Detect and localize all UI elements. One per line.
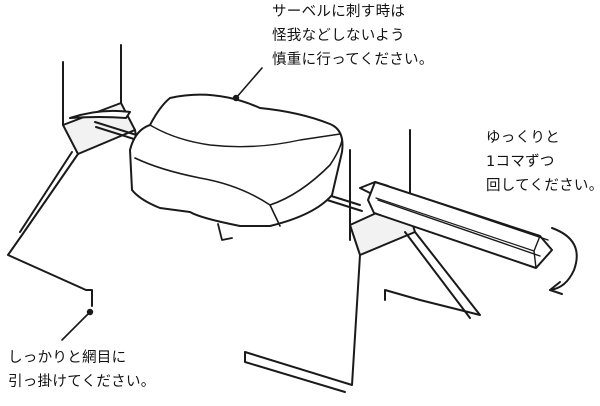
turn-slowly-note: ゆっくりと 1コマずつ 回してください。 bbox=[486, 126, 600, 198]
rotate-arrow-icon bbox=[549, 227, 578, 295]
skewer-handle bbox=[359, 181, 553, 269]
leader-bottom-dot bbox=[86, 308, 94, 316]
leader-lines bbox=[61, 67, 263, 341]
note-line: 怪我などしないよう bbox=[272, 28, 405, 44]
note-line: 慎重に行ってください。 bbox=[272, 52, 434, 68]
hang-securely-note: しっかりと網目に 引っ掛けてください。 bbox=[8, 346, 156, 394]
meat-block bbox=[129, 93, 344, 241]
leader-bottom bbox=[61, 311, 91, 341]
note-line: 1コマずつ bbox=[486, 154, 555, 170]
leader-top bbox=[235, 67, 263, 99]
note-line: ゆっくりと bbox=[486, 130, 560, 146]
skewer-caution-note: サーベルに刺す時は 怪我などしないよう 慎重に行ってください。 bbox=[272, 0, 434, 72]
leader-top-dot bbox=[232, 94, 240, 102]
left-fork bbox=[69, 109, 131, 119]
left-stand bbox=[7, 44, 141, 307]
note-line: サーベルに刺す時は bbox=[272, 4, 406, 20]
note-line: 回してください。 bbox=[486, 178, 600, 194]
note-line: 引っ掛けてください。 bbox=[8, 374, 156, 390]
note-line: しっかりと網目に bbox=[8, 350, 127, 366]
